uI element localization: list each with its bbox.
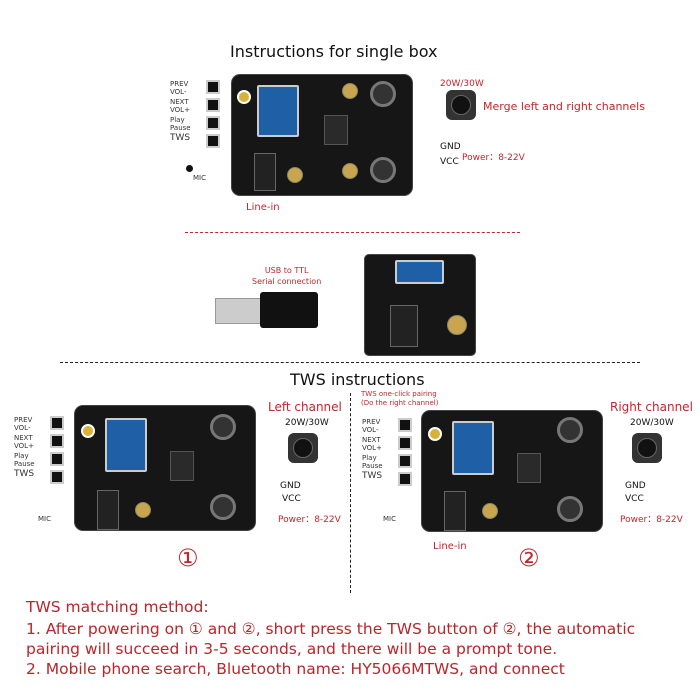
tws-pairing-pad xyxy=(81,424,95,438)
capacitor xyxy=(482,503,498,519)
capacitor xyxy=(287,167,303,183)
left-gnd-label: GND xyxy=(280,481,301,491)
board-detail xyxy=(365,255,475,355)
usb-plug xyxy=(215,298,262,324)
capacitor xyxy=(135,502,151,518)
button-label: TWS xyxy=(14,469,35,479)
tws-pairing-pad xyxy=(237,90,251,104)
button-label: NEXT VOL+ xyxy=(170,98,190,114)
tws-pairing-note-line1: TWS one-click pairing xyxy=(361,390,437,398)
tws-pairing-note-line2: (Do the right channel) xyxy=(361,399,439,407)
method-line-1: 1. After powering on ① and ②, short pres… xyxy=(26,620,636,638)
tactile-button xyxy=(398,436,412,450)
power-label: Power：8-22V xyxy=(462,153,525,163)
usb-ttl-label-line2: Serial connection xyxy=(252,277,322,286)
button-label: NEXT VOL+ xyxy=(14,434,34,450)
amplifier-board xyxy=(232,75,412,195)
line-in-jack xyxy=(254,153,276,191)
merge-channels-label: Merge left and right channels xyxy=(483,100,645,113)
button-label: PREV VOL- xyxy=(170,80,189,96)
left-mic-label: MIC xyxy=(38,515,51,523)
bluetooth-module xyxy=(257,85,299,137)
right-line-in-label: Line-in xyxy=(433,541,467,552)
tactile-button xyxy=(398,472,412,486)
tactile-button xyxy=(206,134,220,148)
usb-ttl-label-line1: USB to TTL xyxy=(264,266,309,275)
speaker-icon xyxy=(446,90,476,120)
amplifier-chip xyxy=(170,451,194,481)
button-label: PREV VOL- xyxy=(362,418,381,434)
tactile-button xyxy=(398,454,412,468)
right-channel-label: Right channel xyxy=(610,400,693,414)
bluetooth-module xyxy=(105,418,147,472)
left-speaker-icon xyxy=(288,433,318,463)
inductor xyxy=(210,414,236,440)
usb-ttl-label: USB to TTL Serial connection xyxy=(252,265,321,287)
mic-label: MIC xyxy=(193,174,206,182)
tactile-button xyxy=(50,416,64,430)
inductor xyxy=(210,494,236,520)
tactile-button xyxy=(50,452,64,466)
button-label: TWS xyxy=(362,471,383,481)
capacitor xyxy=(342,83,358,99)
bluetooth-module xyxy=(452,421,494,475)
tws-pairing-pad xyxy=(428,427,442,441)
button-label: Play Pause xyxy=(170,116,191,132)
capacitor xyxy=(342,163,358,179)
left-channel-label: Left channel xyxy=(268,400,342,414)
section-divider xyxy=(60,362,640,363)
button-label: TWS xyxy=(170,133,191,143)
tactile-button xyxy=(50,434,64,448)
right-mic-label: MIC xyxy=(383,515,396,523)
usb-ttl-adapter xyxy=(260,292,318,328)
button-label: PREV VOL- xyxy=(14,416,33,432)
board-number-2: ② xyxy=(518,544,540,572)
single-box-title: Instructions for single box xyxy=(230,42,438,61)
line-in-jack xyxy=(444,491,466,531)
inductor xyxy=(370,81,396,107)
power-rating-label: 20W/30W xyxy=(440,79,484,89)
section-divider xyxy=(185,232,520,233)
vcc-label: VCC xyxy=(440,157,459,167)
left-amplifier-board xyxy=(75,406,255,530)
tactile-button xyxy=(206,98,220,112)
line-in-jack xyxy=(97,490,119,530)
button-label: Play Pause xyxy=(14,452,35,468)
line-in-jack xyxy=(390,305,418,347)
tactile-button xyxy=(50,470,64,484)
tws-title: TWS instructions xyxy=(290,370,425,389)
inductor xyxy=(370,157,396,183)
capacitor xyxy=(447,315,467,335)
method-heading: TWS matching method: xyxy=(26,598,209,616)
amplifier-chip xyxy=(324,115,348,145)
bluetooth-module xyxy=(395,260,444,284)
left-vcc-label: VCC xyxy=(282,494,301,504)
tws-pairing-note: TWS one-click pairing (Do the right chan… xyxy=(361,390,438,408)
left-power-label: Power：8-22V xyxy=(278,515,341,525)
gnd-label: GND xyxy=(440,142,461,152)
tactile-button xyxy=(398,418,412,432)
button-label: Play Pause xyxy=(362,454,383,470)
inductor xyxy=(557,417,583,443)
button-label: NEXT VOL+ xyxy=(362,436,382,452)
amplifier-chip xyxy=(517,453,541,483)
right-power-label: Power：8-22V xyxy=(620,515,683,525)
tws-divider xyxy=(350,393,351,593)
right-gnd-label: GND xyxy=(625,481,646,491)
method-line-3: 2. Mobile phone search, Bluetooth name: … xyxy=(26,660,565,678)
line-in-label: Line-in xyxy=(246,202,280,213)
method-line-2: pairing will succeed in 3-5 seconds, and… xyxy=(26,640,558,658)
inductor xyxy=(557,496,583,522)
right-speaker-icon xyxy=(632,433,662,463)
tactile-button xyxy=(206,116,220,130)
mic-dot xyxy=(186,165,193,172)
board-number-1: ① xyxy=(177,544,199,572)
tactile-button xyxy=(206,80,220,94)
left-power-rating: 20W/30W xyxy=(285,418,329,428)
right-power-rating: 20W/30W xyxy=(630,418,674,428)
right-vcc-label: VCC xyxy=(625,494,644,504)
right-amplifier-board xyxy=(422,411,602,531)
